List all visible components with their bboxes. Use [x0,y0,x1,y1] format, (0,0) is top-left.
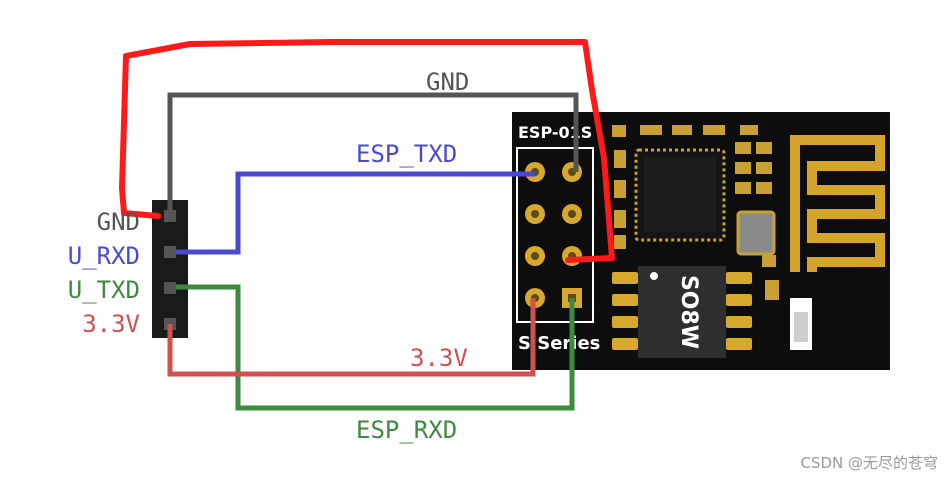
main-chip-core [644,158,716,232]
header-label-gnd: GND [97,208,140,236]
wire-label-3v3: 3.3V [410,344,468,372]
ttl-header [152,200,188,338]
header-label-3v3: 3.3V [82,310,140,338]
flash-chip-dot [650,272,658,280]
watermark: CSDN @无尽的苍穹 [800,454,938,472]
pin-header-outline [516,147,594,323]
wire-label-esp-txd: ESP_TXD [356,140,457,168]
header-label-u-txd: U_TXD [68,276,140,304]
header-label-u-rxd: U_RXD [68,242,140,270]
gnd-wire [167,92,579,216]
ttl-pin-rxd [164,246,176,258]
led-inner [794,312,808,342]
module-series-label: S Series [518,333,600,354]
flash-chip [638,266,726,358]
smd-components [612,125,779,300]
rxd-wire [176,284,575,411]
wire-label-gnd: GND [426,68,469,96]
flash-pads [612,272,752,350]
v33-wire [167,298,536,377]
flash-chip-label: SO8W [676,275,701,349]
antenna-trace [790,135,885,272]
esp01s-board: SO8W ESP-01S S Series [512,112,890,370]
ttl-header-body [152,200,188,338]
txd-wire [176,171,535,255]
wire-label-esp-rxd: ESP_RXD [356,416,457,444]
crystal [736,210,776,256]
hand-drawn-red-wire [119,39,615,263]
ttl-pin-txd [164,282,176,294]
module-name-label: ESP-01S [518,123,592,142]
